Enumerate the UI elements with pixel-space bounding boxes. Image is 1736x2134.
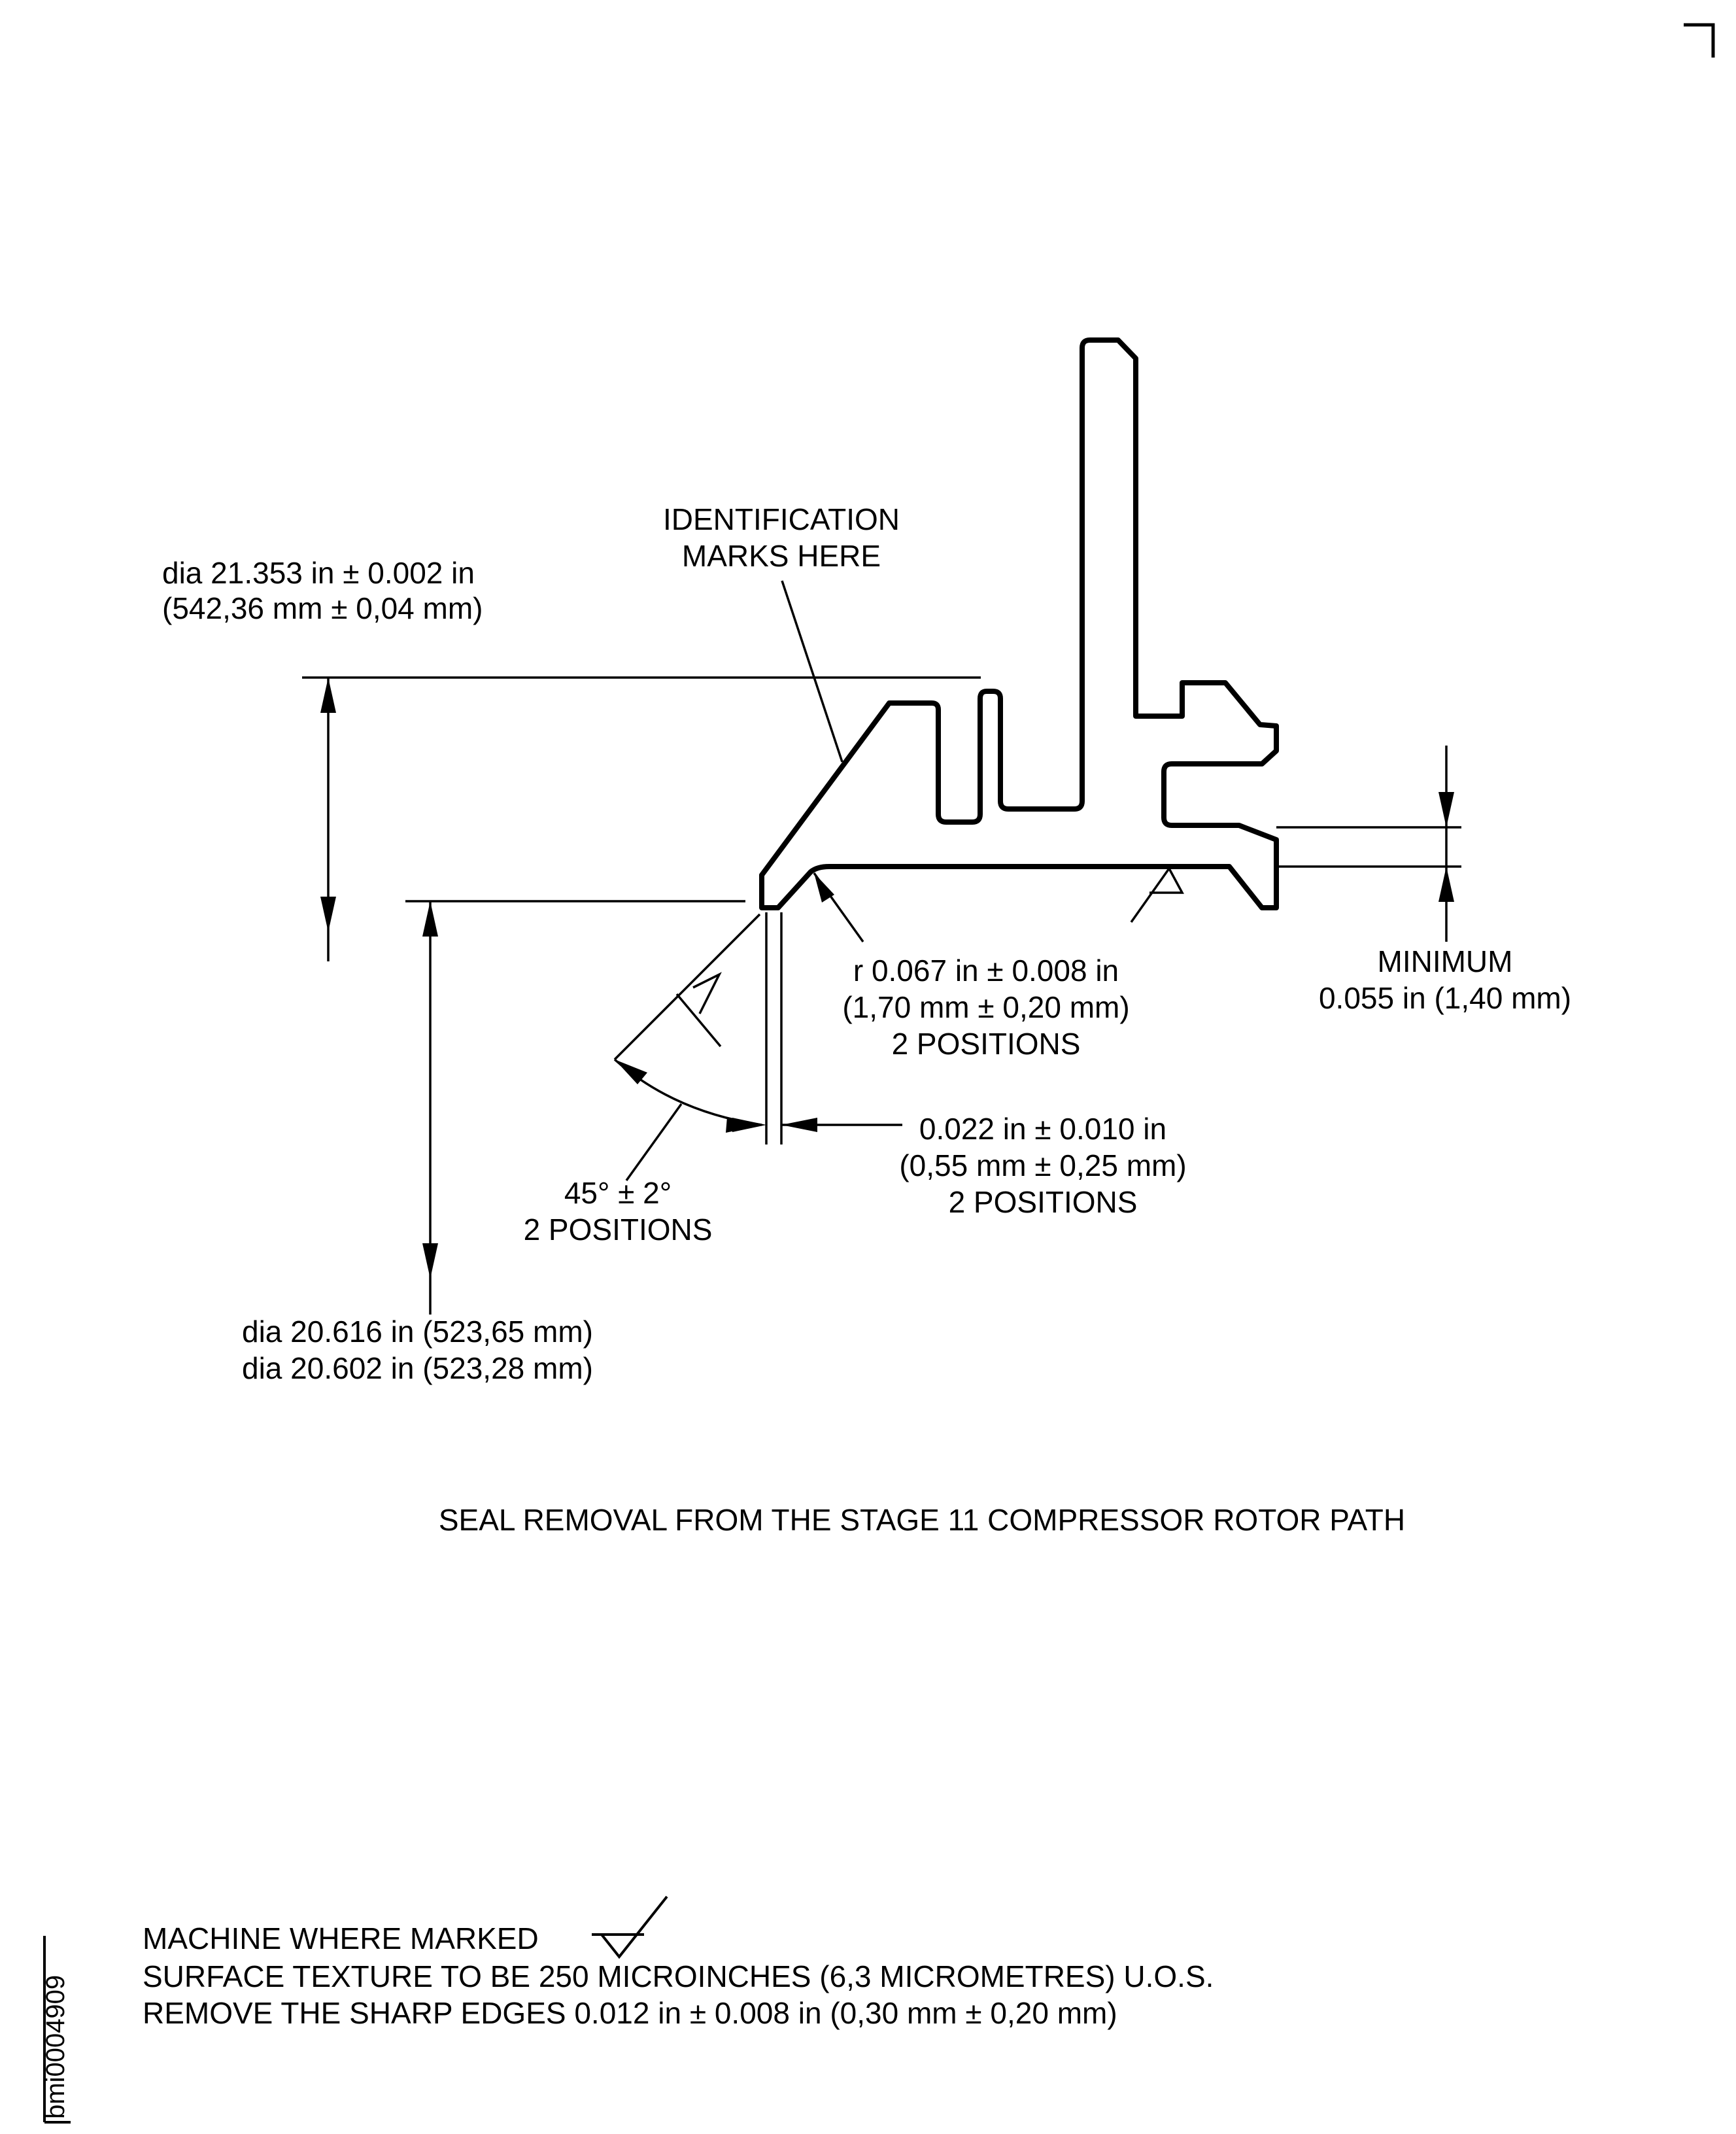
id-marks-label-1: IDENTIFICATION xyxy=(663,502,900,536)
chamfer-label-1: 0.022 in ± 0.010 in xyxy=(919,1112,1166,1146)
machine-symbol-icon xyxy=(592,1895,668,1959)
angle-label-1: 45° ± 2° xyxy=(564,1176,672,1210)
drawing-id-label: bmi0004909 xyxy=(41,1975,70,2119)
angle-extension xyxy=(613,913,761,1061)
chamfer-arrow-right xyxy=(781,1118,817,1132)
outer-dia-arrow-bottom xyxy=(320,897,336,932)
radius-label-1: r 0.067 in ± 0.008 in xyxy=(853,954,1119,988)
id-marks-leader xyxy=(781,580,843,763)
inner-dia-label-1: dia 20.616 in (523,65 mm) xyxy=(242,1315,593,1349)
outer-dia-arrow-top xyxy=(320,678,336,713)
angle-arrow-lower xyxy=(726,1117,762,1133)
figure-caption: SEAL REMOVAL FROM THE STAGE 11 COMPRESSO… xyxy=(439,1503,1405,1537)
angle-label-2: 2 POSITIONS xyxy=(524,1213,713,1247)
angle-arrow-upper xyxy=(615,1059,647,1084)
inner-dia-arrow-top xyxy=(422,901,438,937)
machine-mark-chamfer xyxy=(675,972,722,1048)
radius-arrow xyxy=(814,873,834,903)
radius-label-3: 2 POSITIONS xyxy=(892,1027,1081,1061)
outer-dia-label-1: dia 21.353 in ± 0.002 in xyxy=(162,556,475,590)
minimum-label-1: MINIMUM xyxy=(1378,944,1513,978)
minimum-arrow-top xyxy=(1438,792,1454,827)
chamfer-label-2: (0,55 mm ± 0,25 mm) xyxy=(899,1148,1186,1182)
note-surface-texture: SURFACE TEXTURE TO BE 250 MICROINCHES (6… xyxy=(143,1959,1214,1993)
drawing-id-bracket xyxy=(43,1936,71,2124)
chamfer-label-3: 2 POSITIONS xyxy=(949,1185,1138,1219)
minimum-arrow-bottom xyxy=(1438,867,1454,902)
note-machine-where-marked: MACHINE WHERE MARKED xyxy=(143,1921,539,1955)
minimum-label-2: 0.055 in (1,40 mm) xyxy=(1319,981,1571,1015)
note-sharp-edges: REMOVE THE SHARP EDGES 0.012 in ± 0.008 … xyxy=(143,1996,1117,2030)
seal-profile xyxy=(759,337,1279,910)
machine-mark-bottom xyxy=(1130,867,1184,923)
inner-dia-arrow-bottom xyxy=(422,1243,438,1279)
inner-dia-label-2: dia 20.602 in (523,28 mm) xyxy=(242,1351,593,1385)
id-marks-label-2: MARKS HERE xyxy=(682,539,881,573)
radius-label-2: (1,70 mm ± 0,20 mm) xyxy=(842,990,1129,1024)
outer-dia-label-2: (542,36 mm ± 0,04 mm) xyxy=(162,591,483,625)
angle-leader xyxy=(625,1103,683,1182)
corner-crop-mark xyxy=(1684,23,1715,58)
